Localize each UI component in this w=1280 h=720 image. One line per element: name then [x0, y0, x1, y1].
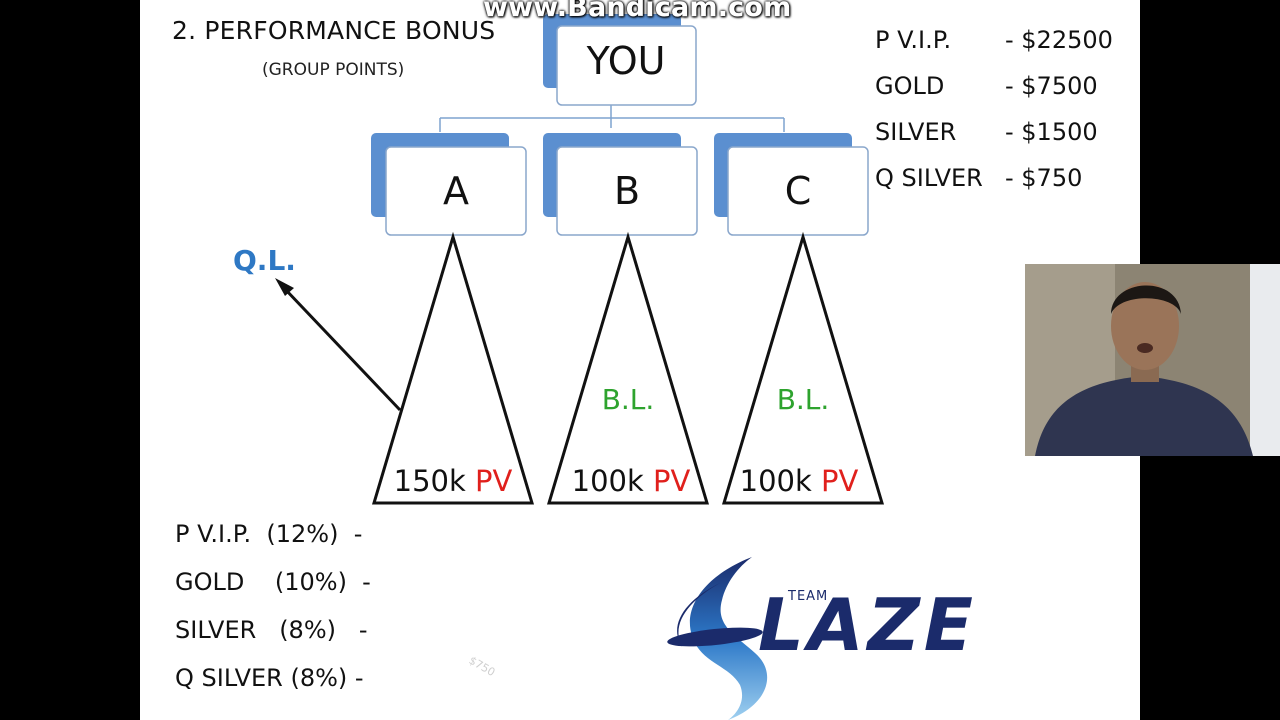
- team-blaze-logo: TEAM LAZE: [667, 557, 977, 720]
- leg-c: B.L. 100k PV: [721, 231, 885, 505]
- node-label-b: B: [614, 169, 640, 213]
- presenter-video-frame: [1025, 264, 1280, 456]
- rank-percentage-list: P V.I.P. (12%) - GOLD (10%) - SILVER (8%…: [175, 520, 371, 712]
- rank-name: GOLD: [875, 72, 945, 100]
- leg-label-b: B.L.: [602, 383, 655, 416]
- presenter-webcam: [1025, 264, 1280, 456]
- org-node-you: YOU: [543, 14, 697, 106]
- node-box: [385, 146, 527, 236]
- rank-bonus-list: P V.I.P. - $22500 GOLD - $7500 SILVER - …: [875, 26, 1135, 210]
- rank-amount: - $22500: [1005, 26, 1113, 54]
- org-chart-diagram: YOU A B C 150k PV B.L. 100k PV B.L. 100k…: [233, 14, 885, 505]
- node-box: [556, 146, 698, 236]
- presenter-hair: [1111, 285, 1181, 314]
- rank-percentage-row: GOLD (10%) -: [175, 568, 371, 596]
- rank-name: SILVER: [875, 118, 957, 146]
- logo-word: LAZE: [758, 583, 977, 667]
- logo-small-text: TEAM: [787, 589, 828, 604]
- node-label-c: C: [785, 169, 812, 213]
- logo-swoosh-band-icon: [667, 627, 763, 647]
- presenter-face: [1111, 282, 1179, 370]
- leg-volume-b: 100k PV: [572, 464, 691, 498]
- leg-b: B.L. 100k PV: [546, 231, 710, 505]
- rank-bonus-row: GOLD - $7500: [875, 72, 1135, 118]
- presenter-mouth: [1137, 343, 1153, 353]
- rank-percentage-row: SILVER (8%) -: [175, 616, 368, 644]
- arrow-head-icon: [275, 278, 294, 296]
- node-label-you: YOU: [586, 39, 666, 83]
- leg-label-c: B.L.: [777, 383, 830, 416]
- org-connectors: [439, 104, 785, 132]
- leg-triangle: [371, 231, 535, 505]
- rank-percentage-row: P V.I.P. (12%) -: [175, 520, 363, 548]
- rank-bonus-row: P V.I.P. - $22500: [875, 26, 1135, 72]
- rank-amount: - $750: [1005, 164, 1083, 192]
- org-node-c: C: [714, 133, 869, 236]
- recorder-watermark: www.Bandicam.com: [483, 0, 792, 23]
- webcam-window-light: [1250, 264, 1280, 456]
- leg-triangle: [721, 231, 885, 505]
- ql-arrow: [275, 278, 402, 412]
- leg-triangle: [546, 231, 710, 505]
- arrow-line: [283, 287, 402, 412]
- leg-a: 150k PV: [371, 231, 535, 505]
- rank-name: P V.I.P.: [875, 26, 952, 54]
- node-box: [556, 25, 697, 106]
- rank-percentage-row: Q SILVER (8%) -: [175, 664, 364, 692]
- ql-label: Q.L.: [233, 244, 296, 277]
- slide-subtitle: (GROUP POINTS): [262, 60, 405, 80]
- leg-volume-a: 150k PV: [394, 464, 513, 498]
- rank-amount: - $1500: [1005, 118, 1098, 146]
- rank-bonus-row: SILVER - $1500: [875, 118, 1135, 164]
- rank-name: Q SILVER: [875, 164, 983, 192]
- org-node-b: B: [543, 133, 698, 236]
- node-label-a: A: [443, 169, 469, 213]
- rank-amount: - $7500: [1005, 72, 1098, 100]
- presenter-shirt: [1035, 376, 1253, 456]
- node-box: [727, 146, 869, 236]
- leg-volume-c: 100k PV: [740, 464, 859, 498]
- org-node-a: A: [371, 133, 527, 236]
- rank-bonus-row: Q SILVER - $750: [875, 164, 1135, 210]
- slide-title: 2. PERFORMANCE BONUS: [172, 16, 496, 45]
